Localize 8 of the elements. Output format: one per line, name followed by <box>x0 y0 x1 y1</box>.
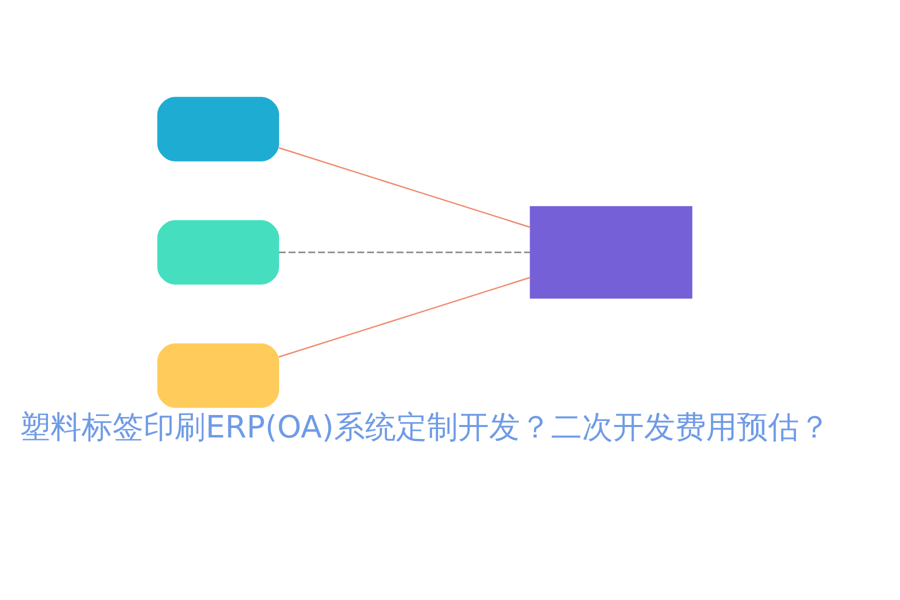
node-box <box>157 343 280 408</box>
connector <box>278 252 530 254</box>
connector <box>278 276 530 358</box>
node-box <box>157 220 280 285</box>
diagram-title: 塑料标签印刷ERP(OA)系统定制开发？二次开发费用预估？ <box>20 409 830 446</box>
node-box <box>157 96 280 162</box>
node-box <box>530 206 692 299</box>
connector <box>278 147 530 228</box>
